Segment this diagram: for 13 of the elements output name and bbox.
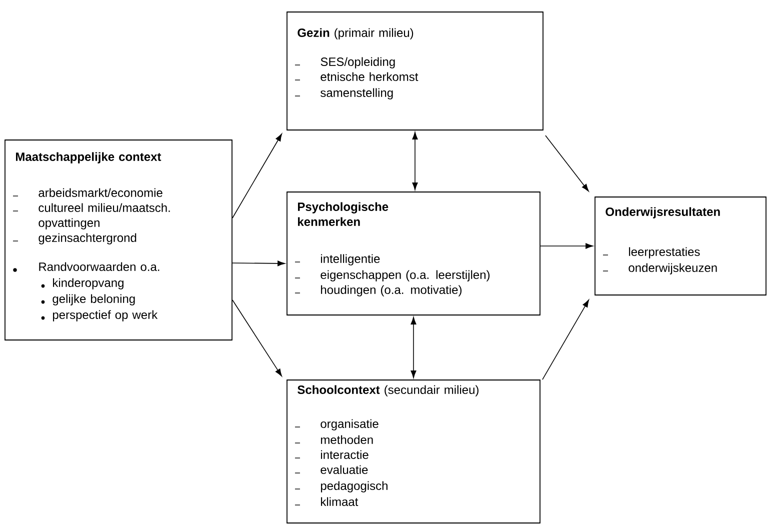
text-box: Gezin (primair milieu) SES/opleiding etnische herkomst samenstelling [286,12,544,130]
arrow [410,316,416,378]
text-box: Onderwijsresultaten leerprestaties onderwijskeuzen [594,196,766,296]
text-box: Schoolcontext (secundair milieu) organisatie methoden interactie evaluatie pedagogisch klimaat [286,380,540,524]
arrow [232,300,282,376]
arrow [232,260,286,266]
arrow [232,134,282,218]
arrow [540,243,594,249]
arrow [545,135,589,192]
arrow [542,300,590,380]
arrow [412,132,418,190]
text-box: Psychologische kenmerken intelligentie eigenschappen (o.a. leerstijlen) houdingen (o.a. motivatie) [286,192,540,316]
text-box: Maatschappelijke context arbeidsmarkt/economie cultureel milieu/maatsch. opvattingen gezinsachtergrond Randvoorwaarden o.a. kinderopvang gelijke beloning perspectief op werk [4,140,232,340]
